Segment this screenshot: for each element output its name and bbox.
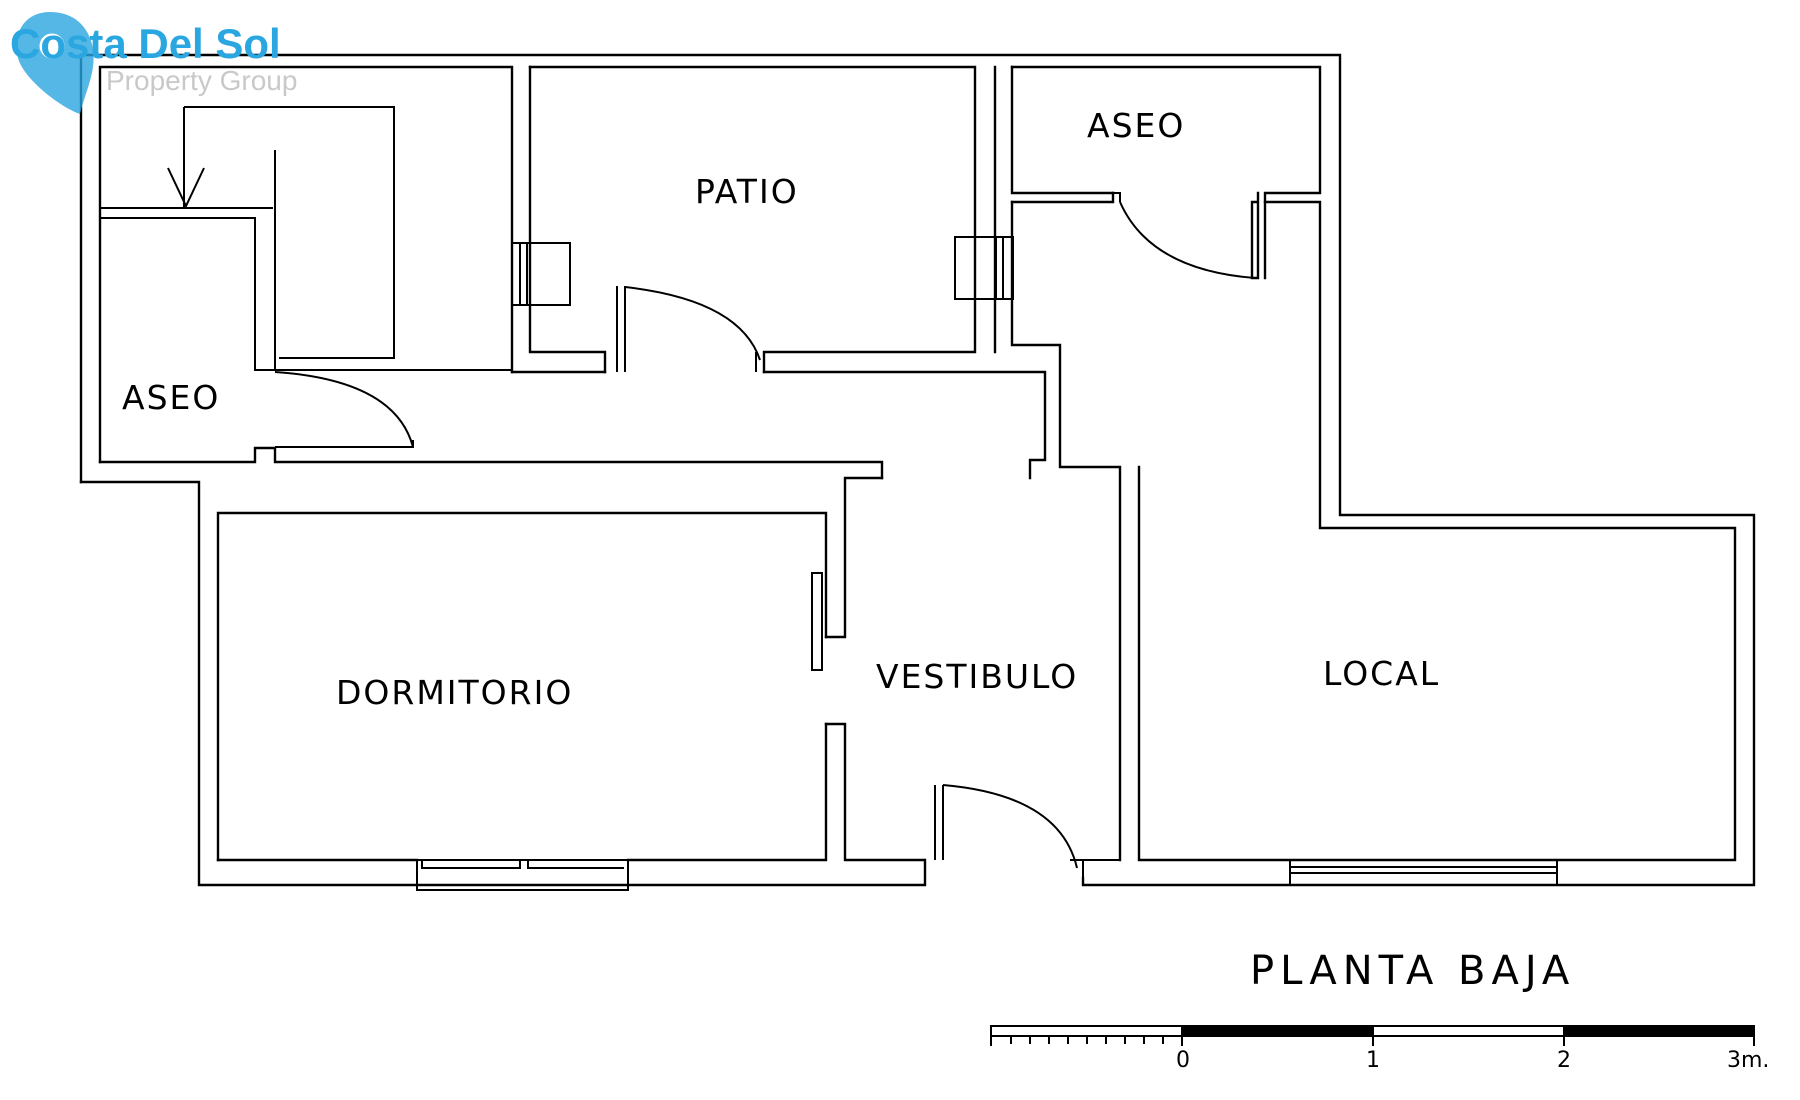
outer-walls (79, 53, 1756, 887)
stair-area (100, 106, 512, 371)
room-label-local: LOCAL (1323, 654, 1440, 693)
scale-label-1: 1 (1366, 1048, 1380, 1073)
map-pin-icon (16, 12, 94, 114)
plan-title: PLANTA BAJA (1250, 948, 1575, 994)
dormitorio-partition (811, 476, 1120, 885)
logo-name: Costa Del Sol (10, 20, 281, 67)
aseo-right-walls (1010, 65, 1737, 862)
room-label-dormitorio: DORMITORIO (336, 673, 573, 712)
room-label-vestibulo: VESTIBULO (876, 657, 1078, 696)
scale-label-3m: 3m. (1727, 1048, 1769, 1073)
exterior-windows (416, 859, 1558, 891)
patio-walls (510, 65, 1047, 480)
room-label-patio: PATIO (695, 172, 799, 211)
scale-label-2: 2 (1557, 1048, 1571, 1073)
room-label-aseo-right: ASEO (1087, 106, 1185, 145)
scale-bar: 0 1 2 3m. (990, 1025, 1769, 1073)
logo: Costa Del Sol Property Group (10, 12, 297, 114)
room-label-aseo-left: ASEO (122, 378, 220, 417)
scale-label-0: 0 (1176, 1048, 1190, 1073)
logo-tagline: Property Group (106, 65, 297, 96)
aseo-left-door (255, 371, 414, 449)
